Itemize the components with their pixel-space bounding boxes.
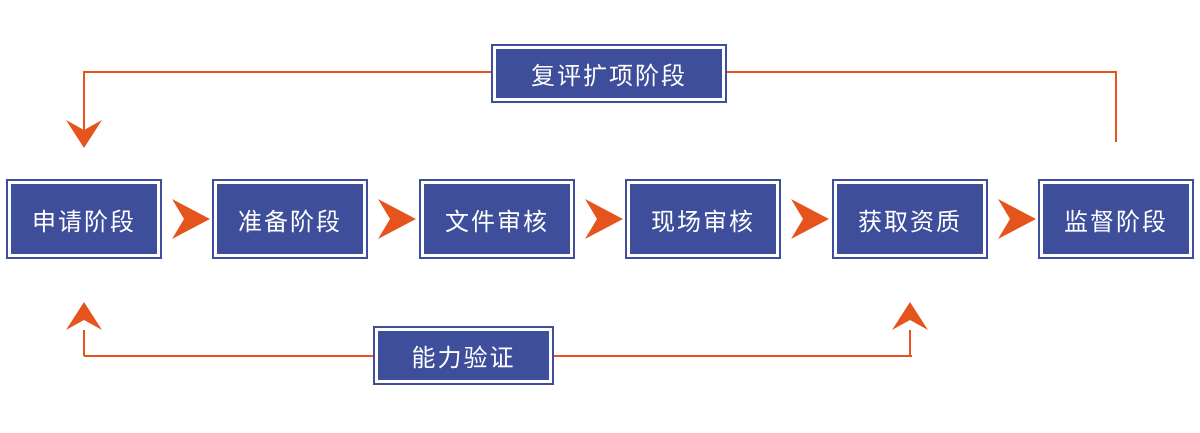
top-loop-right-vertical-line — [1115, 71, 1117, 142]
stage-label: 获取资质 — [858, 208, 962, 236]
arrowhead-down-icon — [66, 120, 102, 148]
flow-chevron-right-icon — [172, 199, 210, 239]
arrowhead-up-icon — [892, 302, 928, 330]
loop-label-proficiency-testing: 能力验证 — [373, 326, 554, 385]
bottom-loop-left-vertical-line — [83, 330, 85, 356]
stage-label: 文件审核 — [445, 208, 549, 236]
stage-label: 现场审核 — [651, 208, 755, 236]
arrowhead-up-icon — [66, 302, 102, 330]
flow-chevron-right-icon — [998, 199, 1036, 239]
stage-box-supervision: 监督阶段 — [1038, 179, 1194, 259]
stage-box-onsite-review: 现场审核 — [625, 179, 781, 259]
loop-label-text: 能力验证 — [411, 345, 516, 372]
stage-box-application: 申请阶段 — [6, 179, 162, 259]
bottom-loop-right-vertical-line — [909, 330, 911, 356]
loop-label-reassessment-expansion: 复评扩项阶段 — [491, 44, 727, 103]
flow-chevron-right-icon — [585, 199, 623, 239]
top-loop-left-vertical-line — [83, 71, 85, 131]
stage-box-preparation: 准备阶段 — [212, 179, 368, 259]
stage-box-document-review: 文件审核 — [419, 179, 575, 259]
stage-label: 准备阶段 — [238, 208, 342, 236]
stage-label: 申请阶段 — [32, 208, 136, 236]
stage-label: 监督阶段 — [1064, 208, 1168, 236]
stage-box-obtain-qualification: 获取资质 — [832, 179, 988, 259]
loop-label-text: 复评扩项阶段 — [531, 63, 687, 90]
flow-chevron-right-icon — [791, 199, 829, 239]
flow-chevron-right-icon — [378, 199, 416, 239]
